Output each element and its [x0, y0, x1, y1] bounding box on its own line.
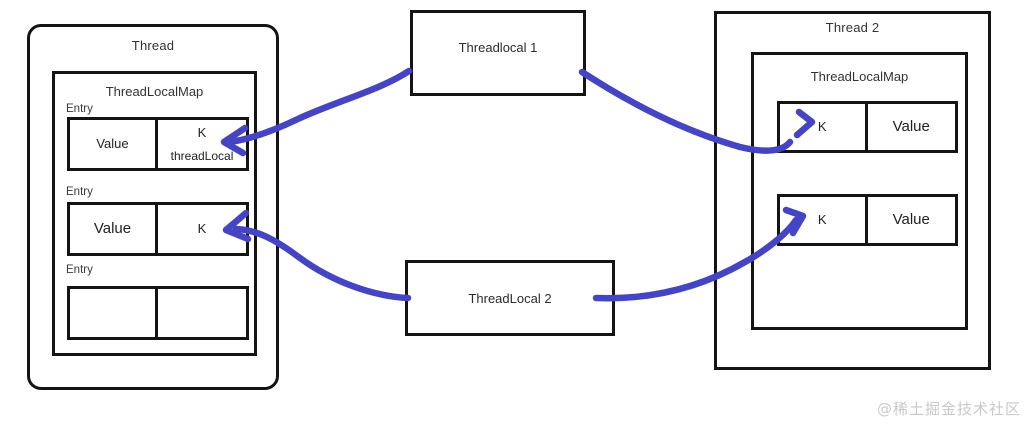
thread-1-entry-0-value-cell: Value — [70, 120, 158, 168]
thread-1-entry-2-value-cell — [70, 289, 158, 337]
thread-1-entry-0-value-text: Value — [96, 136, 129, 152]
thread-1-entry-2-label: Entry — [66, 264, 93, 276]
thread-2-entry-1-value-cell: Value — [868, 197, 956, 243]
thread-2-entry-0-value-cell: Value — [868, 104, 956, 150]
thread-2-entry-1-value-text: Value — [892, 210, 930, 228]
thread-2-entry-0-key-text: K — [817, 119, 827, 135]
thread-1-entry-0-key-cell: K threadLocal — [158, 120, 246, 168]
thread-2-entry-1-key-cell: K — [780, 197, 868, 243]
thread-1-entry-1-label: Entry — [66, 186, 93, 198]
thread-1-entry-1-key-cell: K — [158, 205, 246, 253]
threadlocal-1-box: Threadlocal 1 — [410, 10, 586, 96]
thread-1-entry-2 — [67, 286, 249, 340]
threadlocal-2-box: ThreadLocal 2 — [405, 260, 615, 336]
thread-1-entry-2-key-cell — [158, 289, 246, 337]
thread-2-title: Thread 2 — [825, 20, 880, 35]
thread-1-entry-1-key-text: K — [197, 221, 207, 237]
thread-1-entry-0: Value K threadLocal — [67, 117, 249, 171]
thread-1-entry-1-value-cell: Value — [70, 205, 158, 253]
thread-1-map-title: ThreadLocalMap — [105, 84, 204, 99]
thread-2-entry-1-key-text: K — [817, 212, 827, 228]
thread-2-entry-1: K Value — [777, 194, 958, 246]
thread-1-entry-0-key-text: K — [197, 124, 207, 140]
thread-2-entry-0-key-cell: K — [780, 104, 868, 150]
thread-2-entry-0: K Value — [777, 101, 958, 153]
thread-2-threadlocalmap — [751, 52, 968, 330]
thread-1-entry-1: Value K — [67, 202, 249, 256]
threadlocal-2-label: ThreadLocal 2 — [468, 291, 552, 306]
thread-1-entry-1-value-text: Value — [93, 219, 132, 237]
thread-1-title: Thread — [131, 38, 175, 53]
watermark: @稀土掘金技术社区 — [876, 400, 1021, 418]
threadlocal-1-label: Threadlocal 1 — [458, 40, 538, 55]
thread-2-entry-0-value-text: Value — [892, 117, 930, 135]
thread-2-map-title: ThreadLocalMap — [810, 69, 909, 84]
thread-1-entry-0-label: Entry — [66, 103, 93, 115]
thread-1-entry-0-key-subtext: threadLocal — [170, 149, 234, 164]
